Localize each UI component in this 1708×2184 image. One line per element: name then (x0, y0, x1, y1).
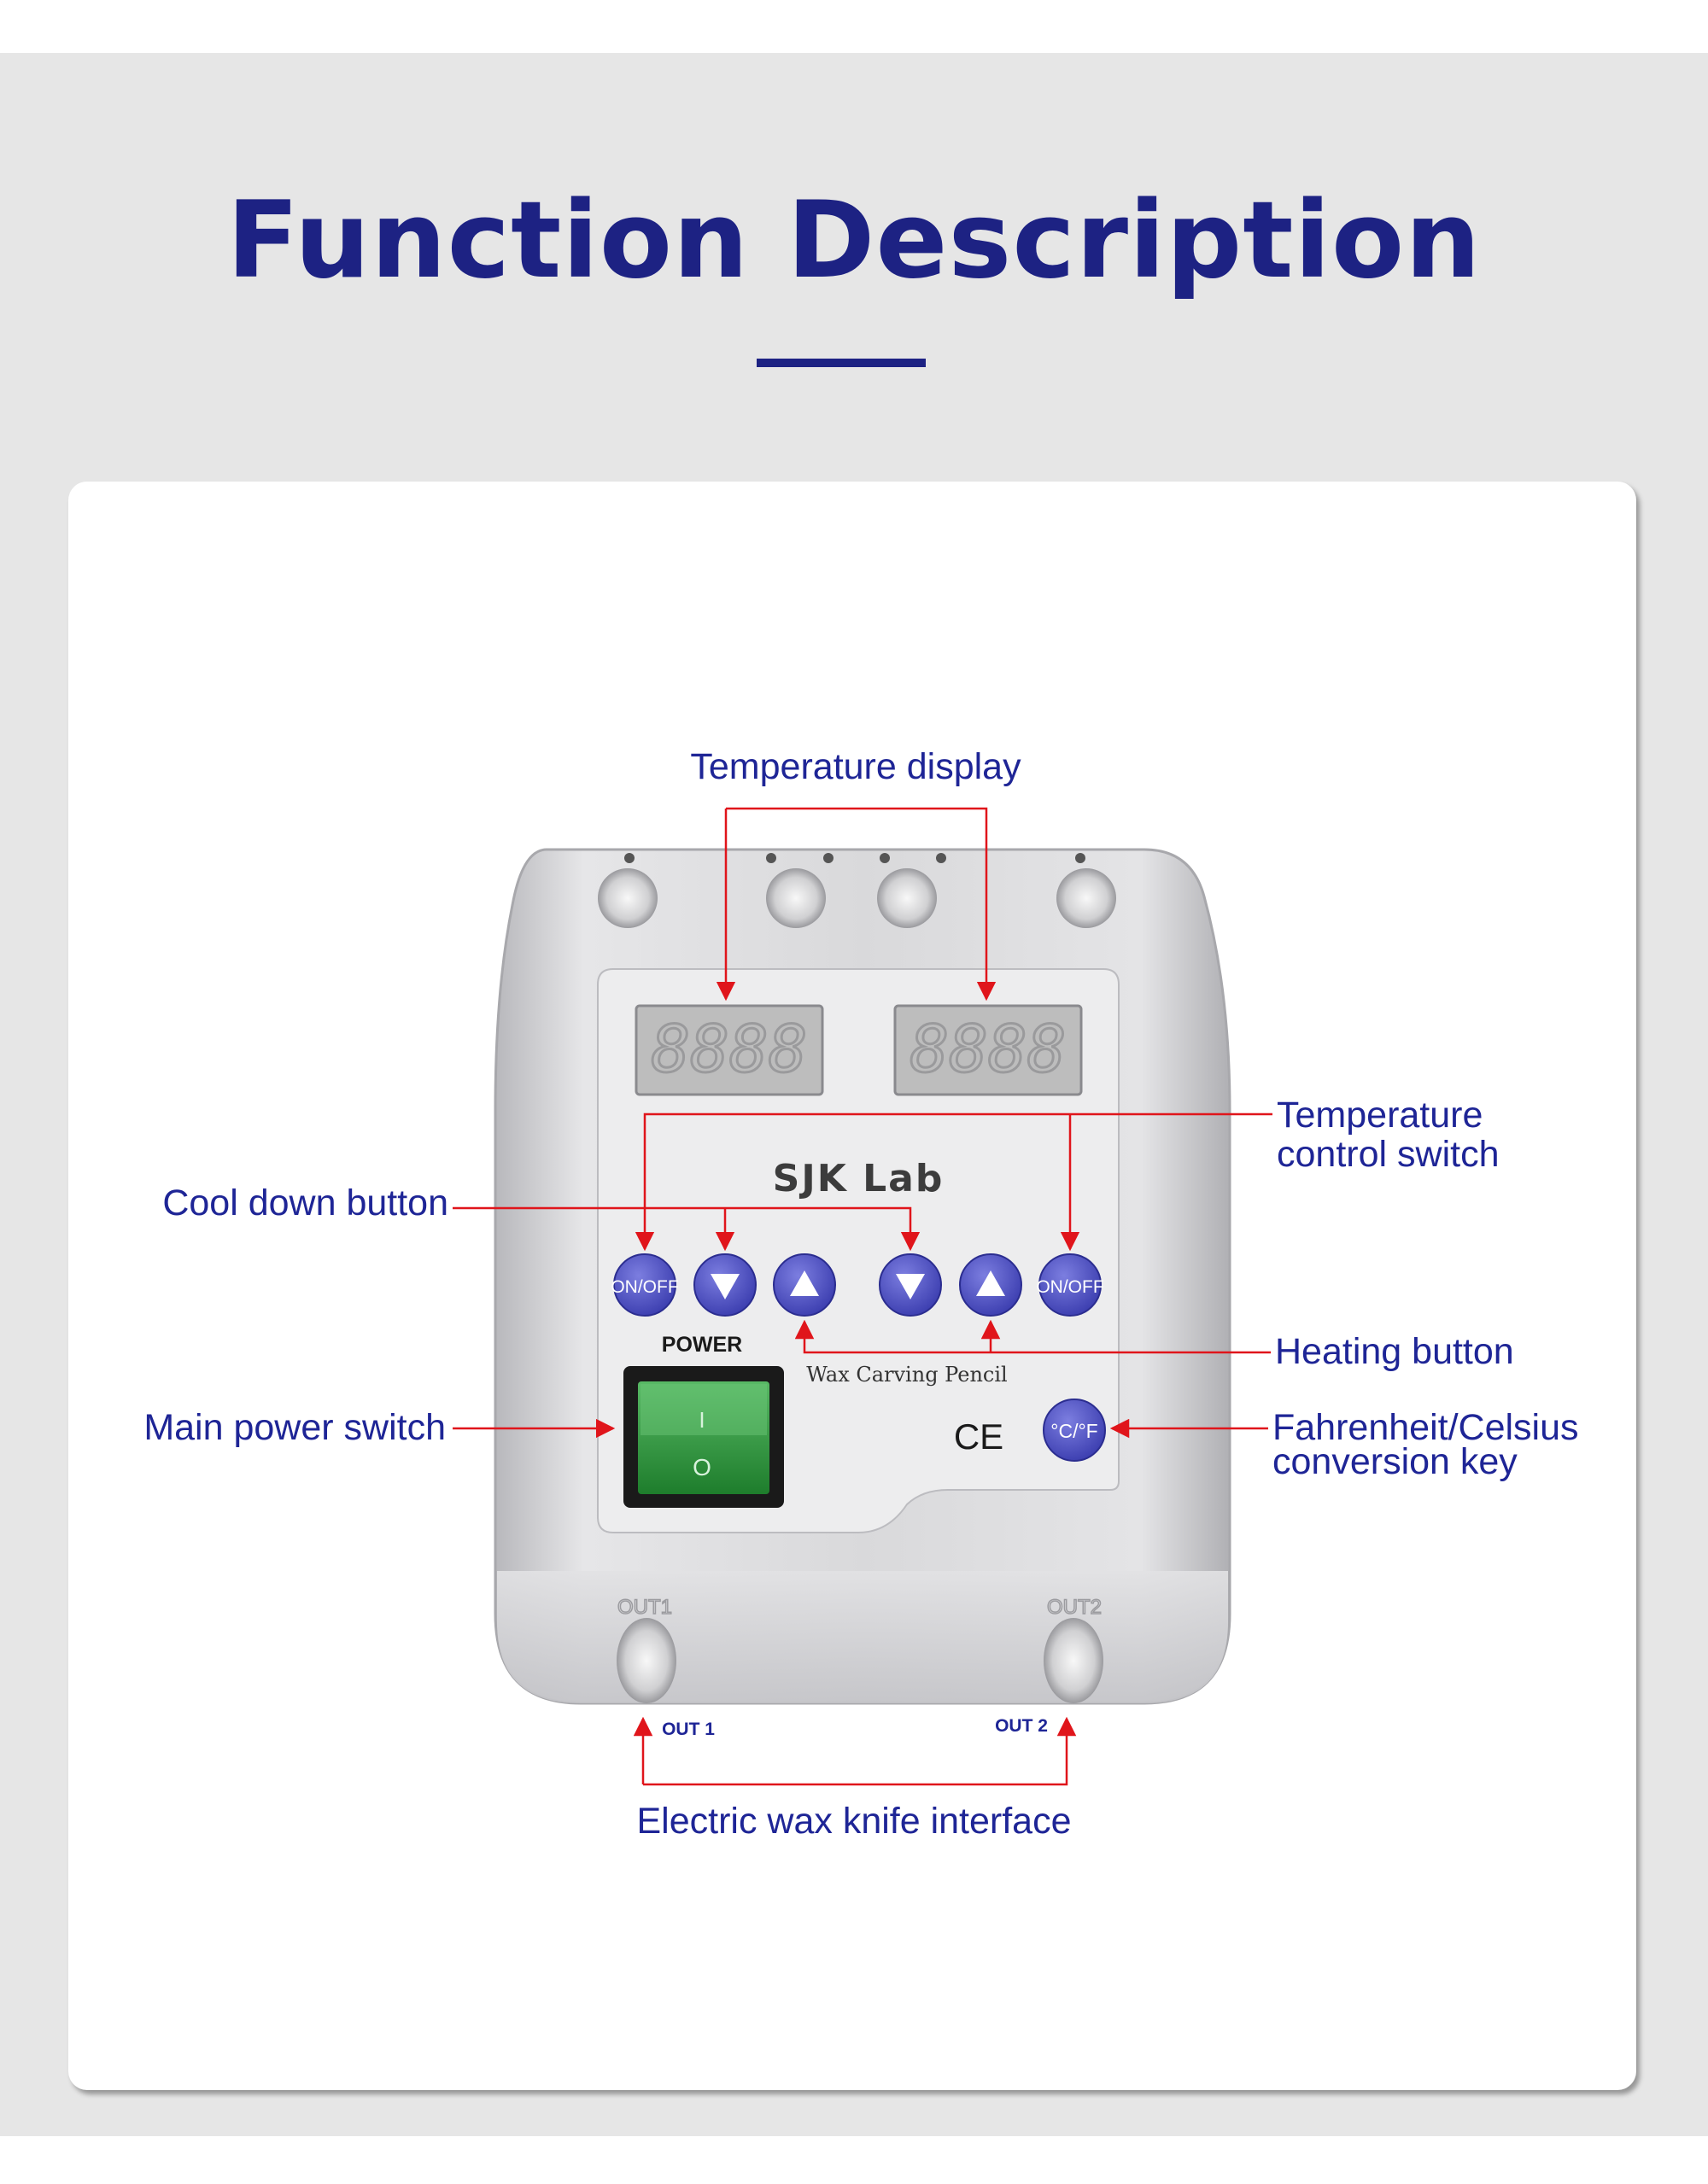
fahrenheit-celsius-key[interactable]: °C/°F (1044, 1399, 1105, 1461)
ce-mark: CE (954, 1416, 1003, 1457)
display-right-digits: 8888 (910, 1011, 1066, 1087)
heating-button-left[interactable] (774, 1254, 835, 1316)
out2-label: OUT 2 (995, 1716, 1048, 1736)
embossed-out2: OUT2 (1047, 1596, 1102, 1619)
callout-main-power: Main power switch (143, 1407, 446, 1448)
unit-key-label: °C/°F (1050, 1420, 1097, 1442)
pen-holder-hole (877, 868, 937, 928)
callout-temp-control-line1: Temperature (1277, 1095, 1483, 1136)
out1-socket (617, 1618, 676, 1703)
callout-fc-line2: conversion key (1272, 1441, 1518, 1482)
temperature-display-left: 8888 (636, 1006, 822, 1095)
pen-holder-hole (766, 868, 826, 928)
callout-temperature-display: Temperature display (690, 746, 1021, 787)
onoff-left-label: ON/OFF (611, 1277, 678, 1297)
cool-down-button-left[interactable] (694, 1254, 756, 1316)
cool-down-button-right[interactable] (880, 1254, 941, 1316)
main-power-switch[interactable]: I O (623, 1366, 784, 1508)
brand-label: SJK Lab (773, 1157, 945, 1200)
temperature-display-right: 8888 (895, 1006, 1081, 1095)
heating-button-right[interactable] (960, 1254, 1021, 1316)
switch-off-glyph: O (693, 1454, 711, 1480)
out1-label: OUT 1 (662, 1720, 715, 1739)
out2-socket (1044, 1618, 1103, 1703)
onoff-right-label: ON/OFF (1036, 1277, 1103, 1297)
callout-temp-control-line2: control switch (1277, 1134, 1499, 1175)
power-label: POWER (662, 1333, 742, 1357)
pen-holder-hole (1056, 868, 1116, 928)
callout-heating: Heating button (1275, 1331, 1514, 1372)
switch-on-glyph: I (699, 1407, 705, 1433)
pen-holder-hole (598, 868, 658, 928)
display-left-digits: 8888 (651, 1011, 807, 1087)
callout-cool-down: Cool down button (162, 1183, 448, 1223)
model-label: Wax Carving Pencil (806, 1363, 1007, 1387)
embossed-out1: OUT1 (617, 1596, 672, 1619)
callout-wax-knife-interface: Electric wax knife interface (636, 1801, 1071, 1842)
